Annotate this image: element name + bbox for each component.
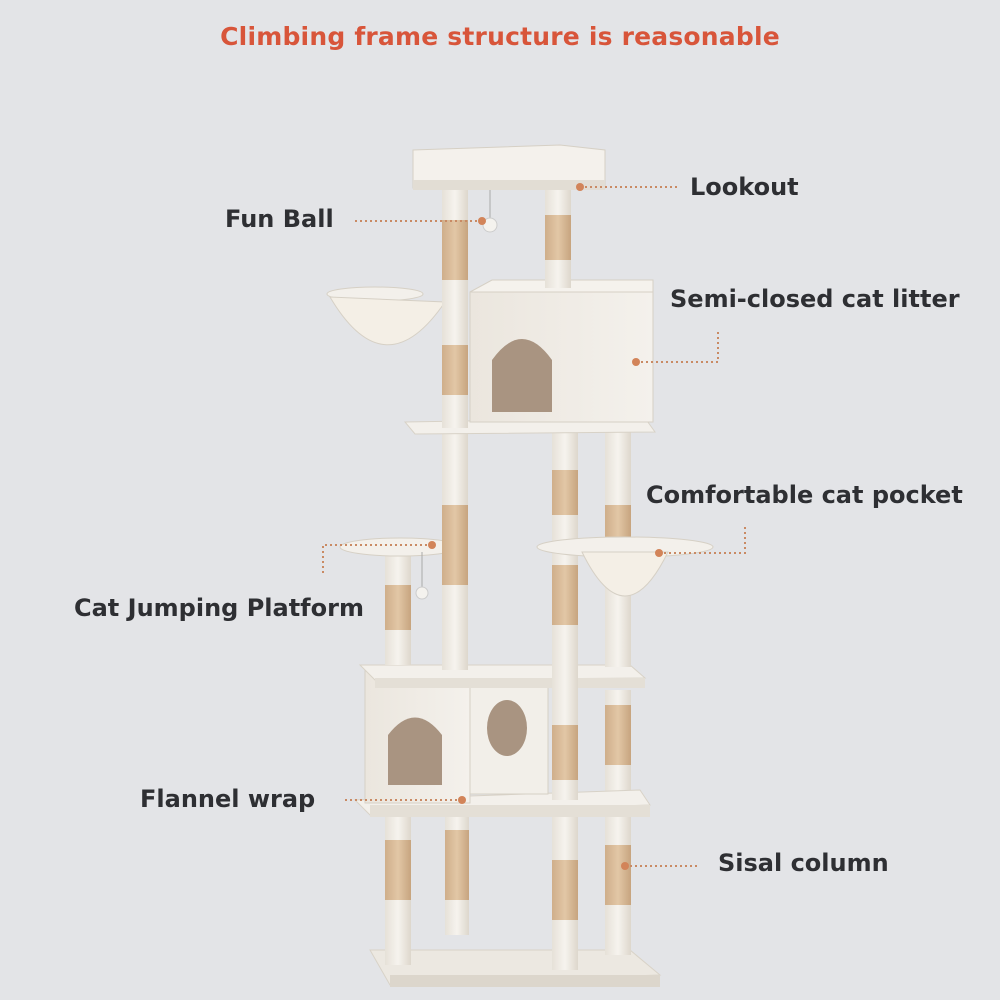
top-posts	[442, 188, 571, 428]
label-comfortable-cat-pocket: Comfortable cat pocket	[646, 481, 963, 509]
label-cat-jumping-platform: Cat Jumping Platform	[74, 594, 364, 622]
label-fun-ball: Fun Ball	[225, 205, 334, 233]
label-flannel-wrap: Flannel wrap	[140, 785, 316, 813]
mid-platform	[358, 664, 647, 688]
label-semi-closed-cat-litter: Semi-closed cat litter	[670, 285, 960, 313]
left-hammock	[326, 286, 446, 346]
middle-posts	[442, 425, 631, 800]
label-sisal-column: Sisal column	[718, 849, 889, 877]
lower-posts	[385, 690, 631, 970]
leader-lines	[322, 183, 746, 870]
lookout-perch	[412, 144, 606, 233]
label-lookout: Lookout	[690, 173, 799, 201]
semi-closed-house	[469, 279, 654, 423]
lower-condo	[364, 667, 549, 804]
page-title: Climbing frame structure is reasonable	[220, 22, 780, 51]
base-platform	[369, 949, 662, 987]
